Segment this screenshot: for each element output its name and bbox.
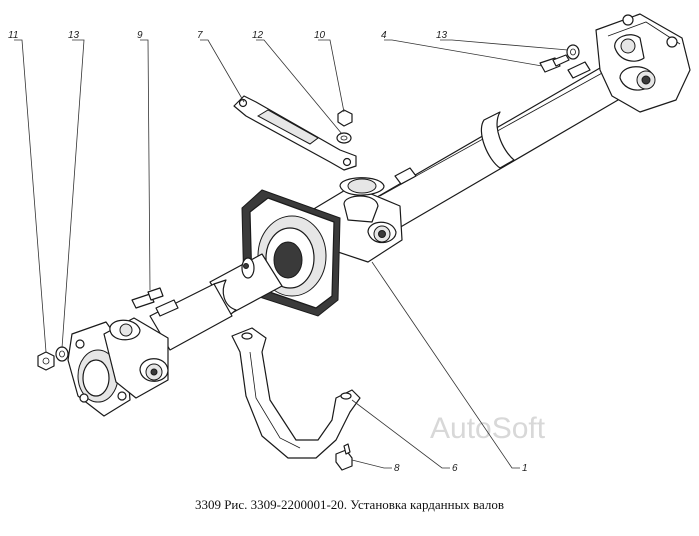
callout-8: 8	[394, 463, 400, 474]
callout-13-right: 13	[436, 30, 448, 41]
front-flange-yoke	[67, 317, 169, 417]
callout-12: 12	[252, 30, 264, 41]
watermark: AutoSoft	[430, 412, 546, 445]
callout-1: 1	[522, 463, 528, 474]
washer-13-left	[55, 346, 69, 362]
bolt-8	[335, 443, 353, 471]
bolt-9	[131, 287, 164, 309]
callout-7: 7	[197, 30, 203, 41]
washer-12	[336, 132, 352, 144]
figure-caption: 3309 Рис. 3309-2200001-20. Установка кар…	[194, 497, 505, 512]
callout-11: 11	[8, 30, 18, 41]
nut-11	[37, 351, 55, 371]
nut-10	[337, 109, 353, 127]
callout-labels: 11 13 9 7 12 10 4 13 8 6 1	[8, 30, 528, 474]
bracket-6	[231, 327, 361, 459]
rear-shaft-tube	[371, 61, 619, 233]
leader-lines	[14, 39, 569, 469]
washer-13-right	[566, 44, 580, 60]
bolt-4	[539, 54, 570, 73]
callout-13-left: 13	[68, 30, 80, 41]
callout-4: 4	[381, 30, 387, 41]
callout-6: 6	[452, 463, 458, 474]
callout-9: 9	[137, 30, 143, 41]
rear-flange-yoke	[595, 13, 691, 113]
callout-10: 10	[314, 30, 326, 41]
plate-7	[233, 95, 357, 171]
